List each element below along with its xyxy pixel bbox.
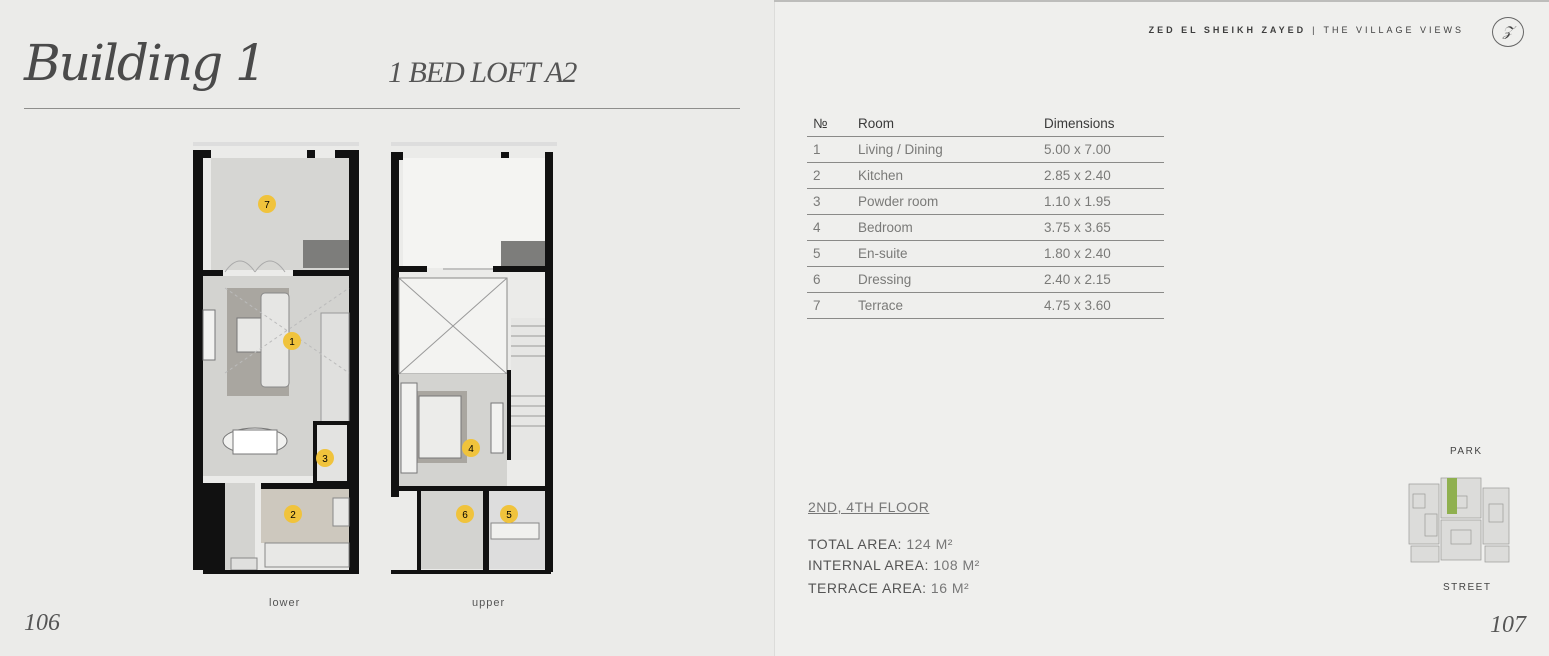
top-border	[0, 0, 1549, 2]
area-label: INTERNAL AREA:	[808, 557, 929, 573]
svg-text:6: 6	[462, 510, 468, 521]
unit-title: 1 BED LOFT A2	[388, 56, 577, 89]
room-markers: 7 1 3 2 4 6 5	[258, 195, 518, 523]
svg-text:1: 1	[289, 337, 295, 348]
cell-number: 6	[807, 266, 858, 293]
left-page-number: 106	[24, 610, 60, 636]
cell-room: Dressing	[858, 266, 1044, 293]
marker-7	[258, 195, 276, 213]
brand-collection: THE VILLAGE VIEWS	[1323, 25, 1464, 35]
marker-3	[316, 449, 334, 467]
area-label: TERRACE AREA:	[808, 580, 927, 596]
left-page: Building 1 1 BED LOFT A2	[0, 0, 774, 656]
marker-6	[456, 505, 474, 523]
cell-dimensions: 1.80 x 2.40	[1044, 240, 1164, 267]
cell-dimensions: 1.10 x 1.95	[1044, 188, 1164, 215]
keyplan-bottom-label: STREET	[1443, 582, 1492, 593]
col-room: Room	[858, 111, 1044, 137]
floor-plans: 7 1 3 2 4 6 5	[193, 142, 557, 574]
cell-number: 7	[807, 292, 858, 319]
key-plan	[1408, 477, 1510, 563]
lower-label: lower	[269, 597, 301, 609]
area-value: 108 M²	[933, 557, 980, 573]
zy-monogram-icon: 𝒵	[1492, 17, 1524, 47]
marker-5	[500, 505, 518, 523]
cell-room: En-suite	[858, 240, 1044, 267]
brand-separator: |	[1312, 25, 1318, 35]
brand-header: ZED EL SHEIKH ZAYED | THE VILLAGE VIEWS	[1149, 25, 1464, 35]
title-divider	[24, 108, 740, 109]
cell-room: Kitchen	[858, 162, 1044, 189]
cell-number: 1	[807, 136, 858, 163]
lower-floor-plan	[193, 142, 359, 574]
right-page-number: 107	[1490, 612, 1526, 638]
cell-number: 5	[807, 240, 858, 267]
marker-4	[462, 439, 480, 457]
cell-dimensions: 2.85 x 2.40	[1044, 162, 1164, 189]
upper-label: upper	[472, 597, 506, 609]
col-number: №	[807, 111, 858, 137]
table-header-row: № Room Dimensions	[807, 111, 1164, 137]
area-value: 124 M²	[906, 536, 953, 552]
area-label: TOTAL AREA:	[808, 536, 902, 552]
cell-dimensions: 4.75 x 3.60	[1044, 292, 1164, 319]
cell-dimensions: 3.75 x 3.65	[1044, 214, 1164, 241]
keyplan-top-label: PARK	[1450, 446, 1483, 457]
cell-room: Bedroom	[858, 214, 1044, 241]
svg-text:5: 5	[506, 510, 512, 521]
upper-floor-plan	[391, 142, 557, 574]
cell-dimensions: 2.40 x 2.15	[1044, 266, 1164, 293]
svg-text:2: 2	[290, 510, 296, 521]
total-area: TOTAL AREA: 124 M²	[808, 536, 953, 552]
floor-levels: 2ND, 4TH FLOOR	[808, 499, 930, 515]
cell-number: 2	[807, 162, 858, 189]
cell-dimensions: 5.00 x 7.00	[1044, 136, 1164, 163]
cell-room: Terrace	[858, 292, 1044, 319]
cell-room: Living / Dining	[858, 136, 1044, 163]
svg-text:4: 4	[468, 444, 474, 455]
brand-project: ZED EL SHEIKH ZAYED	[1148, 25, 1307, 35]
highlighted-unit	[1447, 478, 1457, 514]
building-title: Building 1	[24, 34, 267, 92]
svg-text:7: 7	[264, 200, 270, 211]
area-value: 16 M²	[930, 580, 970, 596]
cell-number: 4	[807, 214, 858, 241]
cell-room: Powder room	[858, 188, 1044, 215]
svg-text:3: 3	[322, 454, 328, 465]
terrace-area: TERRACE AREA: 16 M²	[808, 580, 969, 596]
marker-2	[284, 505, 302, 523]
cell-number: 3	[807, 188, 858, 215]
internal-area: INTERNAL AREA: 108 M²	[808, 557, 980, 573]
marker-1	[283, 332, 301, 350]
col-dimensions: Dimensions	[1044, 111, 1164, 137]
